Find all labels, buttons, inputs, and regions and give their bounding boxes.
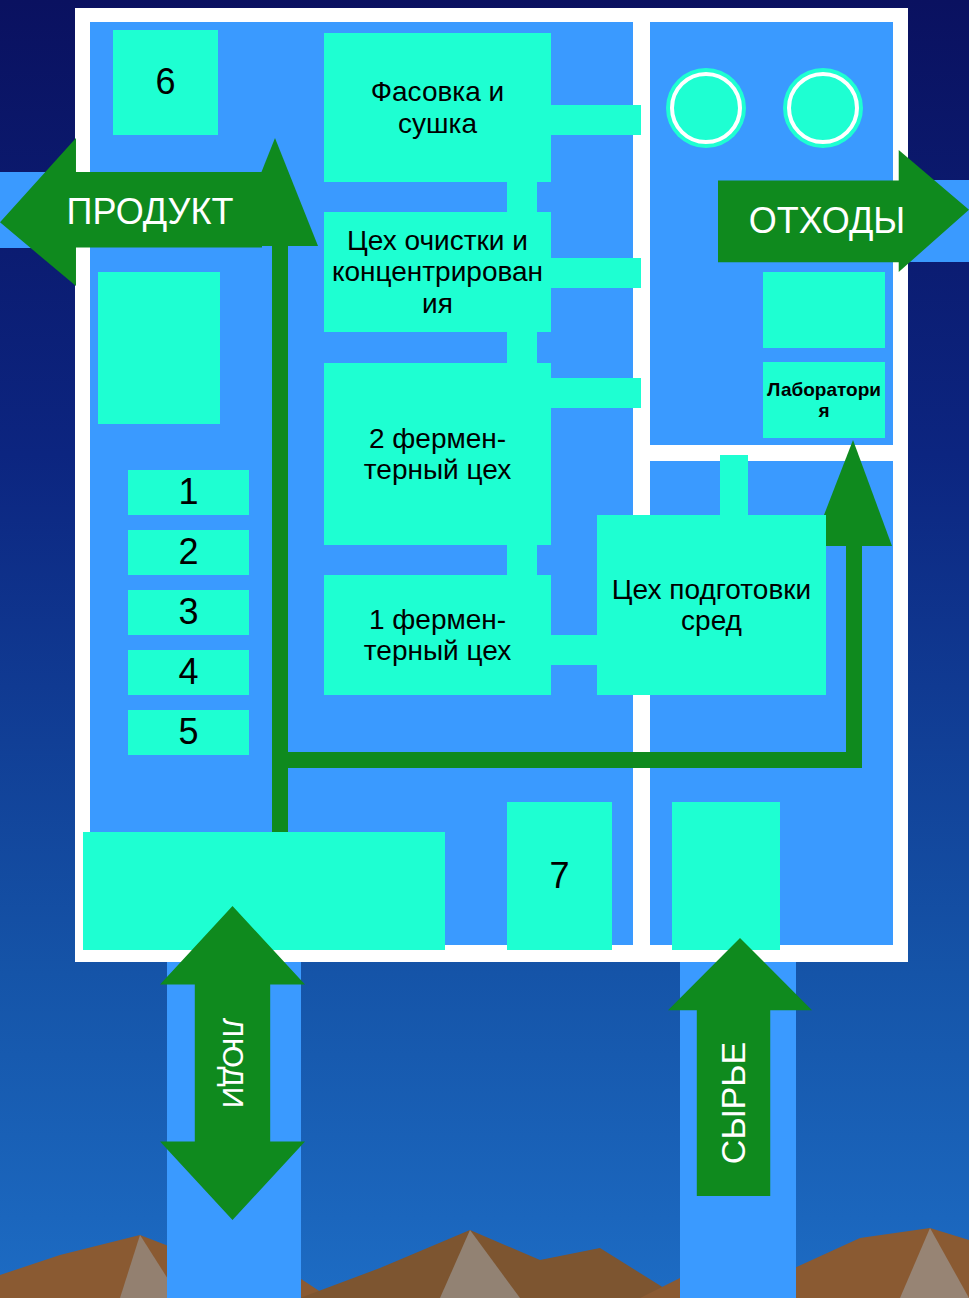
text-area: ОТХОДЫ [742, 178, 912, 264]
text-area: Цех подготовки сред [601, 517, 822, 693]
text-area: Фасовка и сушка [328, 35, 547, 180]
node-label: Фасовка и сушка [328, 76, 547, 139]
callout-number: 6 [113, 30, 218, 135]
node-label: 6 [155, 62, 175, 102]
node-label: Цех подготовки сред [601, 574, 822, 637]
tank [666, 68, 746, 148]
process-box: Цех подготовки сред [597, 515, 826, 695]
arrow-outline [160, 906, 305, 1220]
flow-line [272, 752, 862, 768]
arrow-outline [718, 150, 969, 272]
node-label: 2 [178, 532, 198, 572]
text-area: ПРОДУКТ [50, 162, 250, 262]
arrow-outline [668, 938, 812, 1196]
node-label: ОТХОДЫ [749, 201, 905, 241]
pipe-connector [507, 332, 537, 363]
text-area: Лаборатория [767, 364, 881, 436]
process-box: Фасовка и сушка [324, 33, 551, 182]
pipe-stub [551, 258, 641, 288]
text-area: 3 [132, 592, 245, 633]
node-label: СЫРЬЕ [714, 1042, 752, 1164]
text-area: 6 [117, 32, 214, 133]
text-area: 2 [132, 532, 245, 573]
node-label: 2 фермен-терный цех [328, 423, 547, 486]
pipe-connector [551, 635, 597, 665]
text-area: 1 фермен-терный цех [328, 577, 547, 693]
raw-material-arrow: СЫРЬЕ [668, 938, 812, 1196]
pipe-connector [507, 182, 537, 212]
mountain-shade [440, 1230, 520, 1298]
building-wall [75, 8, 908, 962]
output-arrow: ОТХОДЫ [718, 150, 969, 272]
process-box: 1 фермен-терный цех [324, 575, 551, 695]
mountain-shade [900, 1228, 969, 1298]
lab-box: Лаборатория [763, 362, 885, 438]
tank [672, 74, 740, 142]
process-box: 2 фермен-терный цех [324, 363, 551, 545]
mountain [300, 1230, 680, 1298]
flow-line [846, 540, 862, 768]
plain-box [763, 272, 885, 348]
text-area: 2 фермен-терный цех [328, 365, 547, 543]
node-label: ПРОДУКТ [67, 192, 234, 232]
pipe-stub [551, 378, 641, 408]
node-label: 1 фермен-терный цех [328, 604, 547, 667]
tank [783, 68, 863, 148]
callout-number: 2 [128, 530, 249, 575]
arrow-outline [0, 138, 262, 286]
text-area: Цех очистки и концентрирования [328, 214, 547, 330]
node-label: 4 [178, 652, 198, 692]
callout-number: 1 [128, 470, 249, 515]
node-label: 5 [178, 712, 198, 752]
text-area: 7 [511, 804, 608, 948]
node-label: 1 [178, 472, 198, 512]
flow-line [272, 240, 288, 832]
people-arrow: ЛЮДИ [160, 906, 305, 1220]
pipe-connector [507, 545, 537, 575]
node-label: Цех очистки и концентрирования [328, 225, 547, 319]
node-label: Лаборатория [767, 379, 881, 422]
text-area: 1 [132, 472, 245, 513]
node-label: 3 [178, 592, 198, 632]
text-area: 4 [132, 652, 245, 693]
node-label: 7 [549, 856, 569, 896]
callout-number: 3 [128, 590, 249, 635]
callout-number: 4 [128, 650, 249, 695]
process-box: Цех очистки и концентрирования [324, 212, 551, 332]
plain-box [98, 272, 220, 424]
output-arrow: ПРОДУКТ [0, 138, 262, 286]
text-area: 5 [132, 712, 245, 753]
pipe-stub [551, 105, 641, 135]
callout-number: 5 [128, 710, 249, 755]
node-label: ЛЮДИ [216, 1018, 250, 1109]
pipe-stub [720, 455, 748, 517]
tank [789, 74, 857, 142]
callout-number: 7 [507, 802, 612, 950]
plain-box [672, 802, 780, 950]
entrance-box [83, 832, 445, 950]
